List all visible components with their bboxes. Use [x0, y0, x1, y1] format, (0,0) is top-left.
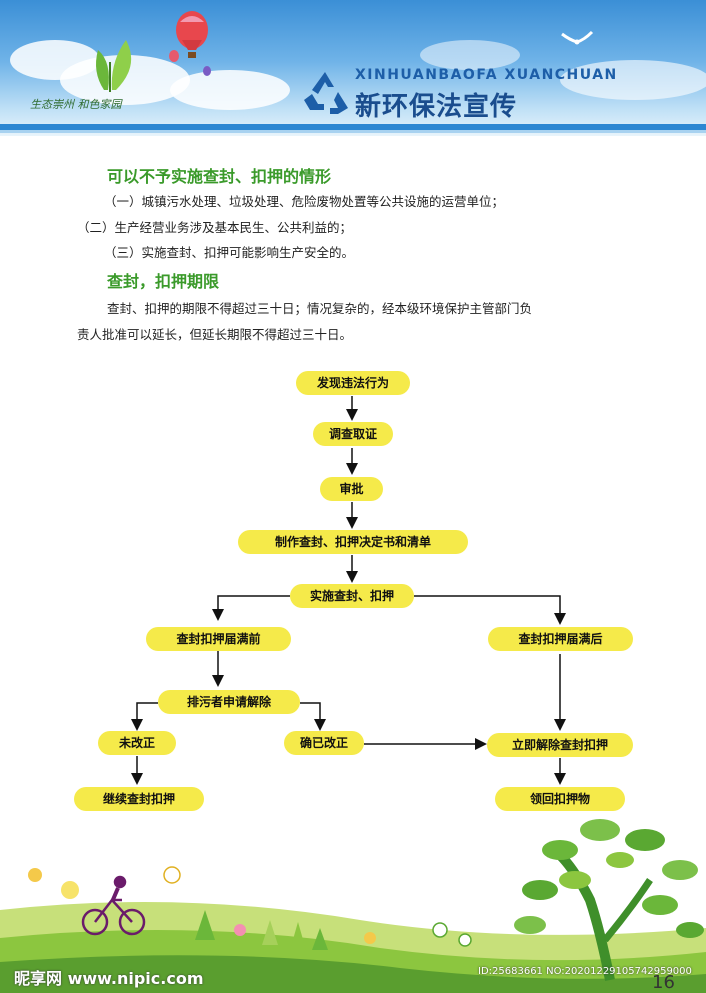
leaf-logo-icon	[96, 40, 132, 92]
tree-icon	[514, 819, 704, 981]
flow-step-before-expiry: 查封扣押届满前	[146, 627, 291, 651]
flow-step-approve: 审批	[320, 477, 383, 501]
flow-step-implement-seal: 实施查封、扣押	[290, 584, 414, 608]
watermark-text: 昵享网 www.nipic.com	[14, 969, 204, 988]
recycle-icon	[304, 72, 348, 114]
flow-step-discover-violation: 发现违法行为	[296, 371, 410, 395]
flow-step-investigate: 调查取证	[313, 422, 393, 446]
flow-step-after-expiry: 查封扣押届满后	[488, 627, 633, 651]
flow-step-not-corrected: 未改正	[98, 731, 176, 755]
section-heading-time-limit: 查封，扣押期限	[107, 272, 220, 291]
seagull-icon	[561, 30, 594, 45]
header-banner: 生态崇州 和色家园 XINHUANBAOFA XUANCHUAN 新环保法宣传	[0, 0, 706, 136]
flower-icon	[28, 868, 472, 947]
section-heading-exemptions: 可以不予实施查封、扣押的情形	[107, 167, 332, 186]
exemption-item-1: （一）城镇污水处理、垃圾处理、危险废物处置等公共设施的运营单位；	[104, 194, 505, 209]
flow-step-apply-release: 排污者申请解除	[158, 690, 300, 714]
flow-step-release-now: 立即解除查封扣押	[487, 733, 633, 757]
hot-air-balloon-icon	[176, 11, 208, 58]
title-chinese: 新环保法宣传	[355, 92, 518, 122]
header-stripe	[0, 124, 706, 130]
sun-icon	[163, 866, 181, 884]
exemption-item-3: （三）实施查封、扣押可能影响生产安全的。	[104, 245, 355, 260]
title-english: XINHUANBAOFA XUANCHUAN	[355, 67, 618, 83]
small-balloon-icon	[203, 66, 211, 76]
cloud	[170, 70, 290, 110]
exemption-item-2: （二）生产经营业务涉及基本民生、公共利益的；	[77, 220, 353, 235]
header-stripe-light	[0, 130, 706, 133]
image-id-text: ID:25683661 NO:20201229105742959000	[478, 966, 692, 977]
cyclist-icon	[81, 875, 146, 936]
small-tree-icon	[195, 910, 328, 950]
flow-step-retrieve: 领回扣押物	[495, 787, 625, 811]
time-limit-line-1: 查封、扣押的期限不得超过三十日；情况复杂的，经本级环境保护主管部门负	[107, 301, 533, 316]
flow-step-continue-seal: 继续查封扣押	[74, 787, 204, 811]
cloud	[420, 40, 520, 70]
small-balloon-icon	[169, 50, 179, 62]
page-number: 16	[652, 972, 675, 993]
flow-step-corrected: 确已改正	[284, 731, 364, 755]
logo-text: 生态崇州 和色家园	[30, 98, 122, 111]
footer-illustration	[0, 819, 706, 993]
flow-step-make-decision: 制作查封、扣押决定书和清单	[238, 530, 468, 554]
time-limit-line-2: 责人批准可以延长，但延长期限不得超过三十日。	[77, 327, 353, 342]
cloud	[560, 60, 706, 100]
